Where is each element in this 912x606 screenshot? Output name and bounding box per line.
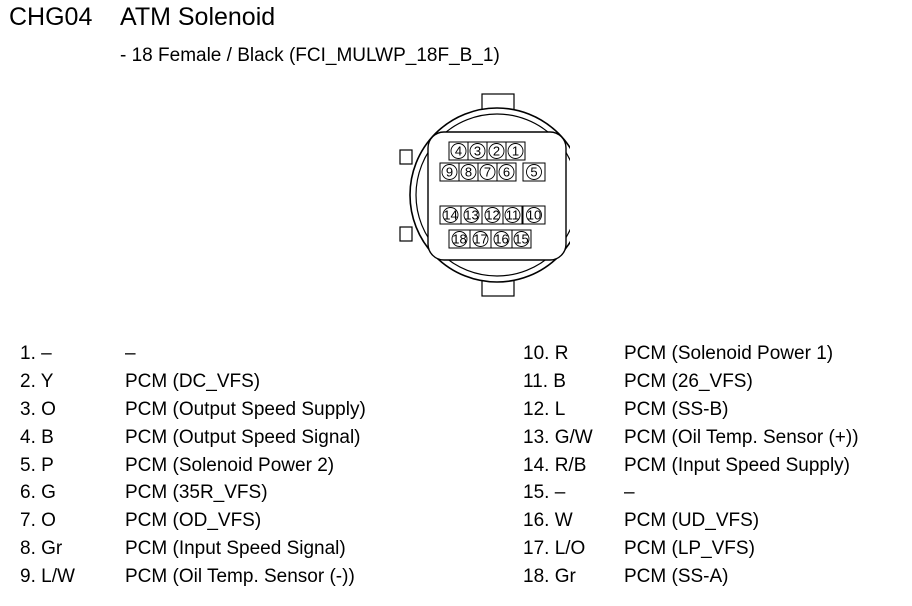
pin-number-wire: 18. Gr bbox=[523, 566, 576, 588]
pin-number-wire: 7. O bbox=[20, 510, 56, 532]
pin-number-wire: 10. R bbox=[523, 343, 569, 364]
pin-label: 9 bbox=[446, 165, 453, 180]
left-key-upper bbox=[399, 149, 413, 165]
pin-cavity: 3 bbox=[467, 141, 488, 161]
pin-description: – bbox=[125, 343, 136, 364]
pin-number-wire: 5. P bbox=[20, 454, 54, 476]
pin-description: PCM (Oil Temp. Sensor (-)) bbox=[125, 566, 355, 588]
pin-label: 11 bbox=[506, 208, 520, 223]
pin-terminal bbox=[442, 207, 459, 223]
pin-terminal bbox=[526, 207, 542, 223]
pin-terminal bbox=[504, 207, 521, 223]
connector-title: ATM Solenoid bbox=[120, 3, 276, 31]
pin-cavity: 7 bbox=[477, 162, 498, 182]
pin-terminal bbox=[451, 231, 468, 247]
pin-terminal bbox=[493, 231, 510, 247]
pin-label: 10 bbox=[527, 208, 541, 223]
pin-number-wire: 14. R/B bbox=[523, 454, 587, 476]
pin-terminal bbox=[513, 231, 530, 247]
pin-number-wire: 12. L bbox=[523, 398, 566, 420]
pin-terminal bbox=[460, 164, 477, 180]
pin-label: 8 bbox=[465, 165, 472, 180]
pin-description: PCM (26_VFS) bbox=[624, 370, 753, 392]
pin-description: PCM (35R_VFS) bbox=[125, 482, 268, 504]
pin-terminal bbox=[463, 207, 480, 223]
pin-description: PCM (SS-A) bbox=[624, 566, 729, 588]
pin-description: PCM (Input Speed Supply) bbox=[624, 454, 851, 476]
pin-terminal bbox=[472, 231, 489, 247]
pin-terminal bbox=[498, 164, 515, 180]
pin-description: PCM (Input Speed Signal) bbox=[125, 538, 346, 560]
pin-cavity: 18 bbox=[448, 229, 471, 249]
pin-description: PCM (UD_VFS) bbox=[624, 510, 760, 532]
pin-description: PCM (Output Speed Signal) bbox=[125, 426, 361, 448]
pin-label: 3 bbox=[474, 144, 481, 159]
pin-cavity: 10 bbox=[522, 205, 546, 225]
pin-terminal bbox=[469, 143, 486, 159]
pin-number-wire: 16. W bbox=[523, 510, 573, 532]
pin-description: PCM (SS-B) bbox=[624, 398, 729, 420]
pin-label: 7 bbox=[484, 165, 491, 180]
pin-description: PCM (DC_VFS) bbox=[125, 370, 261, 392]
pin-number-wire: 9. L/W bbox=[20, 566, 75, 588]
pin-cavity: 1 bbox=[505, 141, 526, 161]
pin-cavity: 9 bbox=[439, 162, 460, 182]
pin-number-wire: 15. – bbox=[523, 482, 566, 504]
pin-label: 13 bbox=[464, 208, 478, 223]
pin-terminal bbox=[526, 164, 542, 180]
pin-number-wire: 1. – bbox=[20, 343, 52, 364]
pin-label: 18 bbox=[452, 232, 466, 247]
pin-label: 2 bbox=[493, 144, 500, 159]
pin-number-wire: 6. G bbox=[20, 482, 56, 504]
pin-terminal bbox=[479, 164, 496, 180]
connector-inner-ring bbox=[415, 113, 570, 277]
pin-cavity: 11 bbox=[502, 205, 523, 225]
pin-cavity: 12 bbox=[481, 205, 504, 225]
pin-description: PCM (Solenoid Power 1) bbox=[624, 343, 834, 364]
pin-label: 1 bbox=[512, 144, 519, 159]
pin-label: 14 bbox=[443, 208, 457, 223]
pin-cavity: 8 bbox=[458, 162, 479, 182]
pin-description: – bbox=[624, 482, 635, 504]
pin-terminal bbox=[488, 143, 505, 159]
pin-terminal bbox=[441, 164, 458, 180]
pin-cavity: 13 bbox=[460, 205, 483, 225]
pin-terminal bbox=[507, 143, 524, 159]
pin-cavity: 14 bbox=[439, 205, 462, 225]
pin-number-wire: 17. L/O bbox=[523, 538, 586, 560]
pin-number-wire: 11. B bbox=[523, 370, 566, 392]
pin-cavity: 6 bbox=[496, 162, 517, 182]
pin-cavity: 16 bbox=[490, 229, 513, 249]
pin-number-wire: 8. Gr bbox=[20, 538, 63, 560]
pin-cavity: 5 bbox=[522, 162, 546, 182]
pin-label: 16 bbox=[494, 232, 508, 247]
pin-label: 15 bbox=[514, 232, 528, 247]
pin-cavity: 2 bbox=[486, 141, 507, 161]
pin-number-wire: 3. O bbox=[20, 398, 56, 420]
pin-description: PCM (Solenoid Power 2) bbox=[125, 454, 335, 476]
pin-description: PCM (OD_VFS) bbox=[125, 510, 262, 532]
pin-number-wire: 13. G/W bbox=[523, 426, 593, 448]
pin-cavity: 4 bbox=[448, 141, 469, 161]
pin-terminal bbox=[450, 143, 467, 159]
pin-number-wire: 2. Y bbox=[20, 370, 54, 392]
pin-description: PCM (Oil Temp. Sensor (+)) bbox=[624, 426, 859, 448]
pin-cavity: 17 bbox=[469, 229, 492, 249]
pin-description: PCM (Output Speed Supply) bbox=[125, 398, 366, 420]
pin-label: 17 bbox=[473, 232, 487, 247]
pin-label: 12 bbox=[485, 208, 499, 223]
pin-number-wire: 4. B bbox=[20, 426, 54, 448]
pin-description: PCM (LP_VFS) bbox=[624, 538, 755, 560]
pin-terminal bbox=[484, 207, 501, 223]
pin-label: 4 bbox=[455, 144, 462, 159]
left-key-lower bbox=[399, 226, 413, 242]
pin-label: 5 bbox=[530, 165, 537, 180]
connector-subtitle: - 18 Female / Black (FCI_MULWP_18F_B_1) bbox=[120, 45, 500, 66]
pin-cavity: 15 bbox=[511, 229, 532, 249]
pin-label: 6 bbox=[503, 165, 510, 180]
connector-code: CHG04 bbox=[9, 3, 93, 31]
